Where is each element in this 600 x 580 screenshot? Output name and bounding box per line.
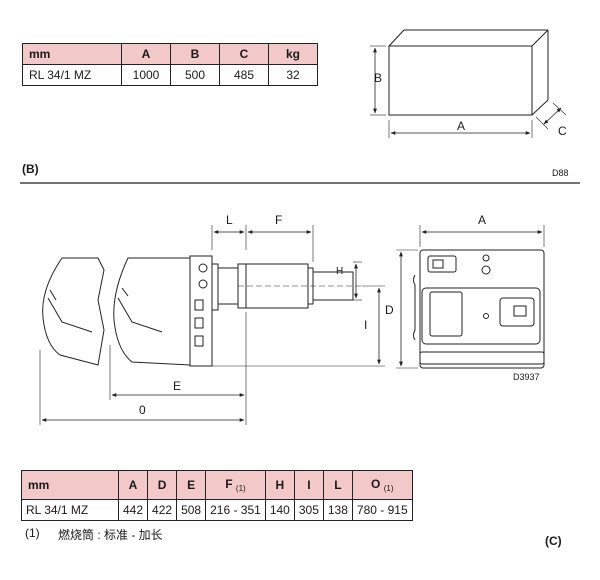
section-label-b: (B) <box>22 162 39 176</box>
value-cell-l: 138 <box>322 499 353 521</box>
header-cell-d: D <box>147 470 178 500</box>
header-cell-c: C <box>219 43 269 65</box>
model-cell: RL 34/1 MZ <box>21 499 119 521</box>
value-cell-c: 485 <box>219 64 269 86</box>
dim-label-a-front: A <box>478 213 487 227</box>
header-cell-h: H <box>264 470 295 500</box>
dim-label-h: H <box>336 266 344 277</box>
header-cell-mm: mm <box>22 43 122 65</box>
dimensions-table-top: mm A B C kg RL 34/1 MZ 1000 500 485 32 <box>22 43 318 86</box>
section-label-c: (C) <box>545 534 562 548</box>
header-f-text: F <box>225 477 233 491</box>
header-o-footnote-ref: (1) <box>383 484 394 493</box>
header-cell-f: F (1) <box>205 470 266 500</box>
dim-label-f: F <box>275 213 283 227</box>
dim-label-e: E <box>173 379 182 393</box>
value-cell-e: 508 <box>176 499 207 521</box>
dim-label-l: L <box>226 213 233 227</box>
table-row: RL 34/1 MZ 1000 500 485 32 <box>22 64 318 86</box>
value-cell-f: 216 - 351 <box>205 499 266 521</box>
model-cell: RL 34/1 MZ <box>22 64 122 86</box>
value-cell-o: 780 - 915 <box>351 499 413 521</box>
table-header-row: mm A B C kg <box>22 43 318 65</box>
box-label-b: B <box>374 71 383 85</box>
value-cell-h: 140 <box>264 499 295 521</box>
header-cell-mm: mm <box>21 470 119 500</box>
table-header-row: mm A D E F (1) H I L O (1) <box>21 470 413 500</box>
dim-label-i: I <box>364 318 368 332</box>
header-f-footnote-ref: (1) <box>235 484 246 493</box>
dim-label-o: 0 <box>139 403 146 417</box>
header-o-text: O <box>371 477 381 491</box>
value-cell-b: 500 <box>170 64 220 86</box>
box-label-a: A <box>457 119 466 133</box>
footnote-marker: (1) <box>25 526 40 540</box>
header-cell-l: L <box>322 470 353 500</box>
header-cell-a: A <box>117 470 149 500</box>
header-cell-a: A <box>121 43 171 65</box>
table-row: RL 34/1 MZ 442 422 508 216 - 351 140 305… <box>21 499 413 521</box>
dim-label-d: D <box>385 303 394 317</box>
value-cell-kg: 32 <box>268 64 318 86</box>
header-cell-i: I <box>293 470 324 500</box>
dimensions-table-bottom: mm A D E F (1) H I L O (1) RL 34/1 MZ 44… <box>21 470 413 521</box>
value-cell-i: 305 <box>293 499 324 521</box>
header-cell-e: E <box>176 470 207 500</box>
drawing-code-d88: D88 <box>552 168 569 178</box>
burner-front-view-drawing <box>396 225 545 369</box>
packaging-box-drawing <box>370 29 567 138</box>
burner-side-view-drawing <box>39 225 385 425</box>
value-cell-d: 422 <box>147 499 178 521</box>
footnote-text: 燃烧筒 : 标准 - 加长 <box>58 528 163 542</box>
header-cell-o: O (1) <box>351 470 413 500</box>
value-cell-a: 442 <box>117 499 149 521</box>
value-cell-a: 1000 <box>121 64 171 86</box>
header-cell-kg: kg <box>268 43 318 65</box>
box-label-c: C <box>558 124 567 138</box>
drawing-code-d3937: D3937 <box>513 372 540 382</box>
